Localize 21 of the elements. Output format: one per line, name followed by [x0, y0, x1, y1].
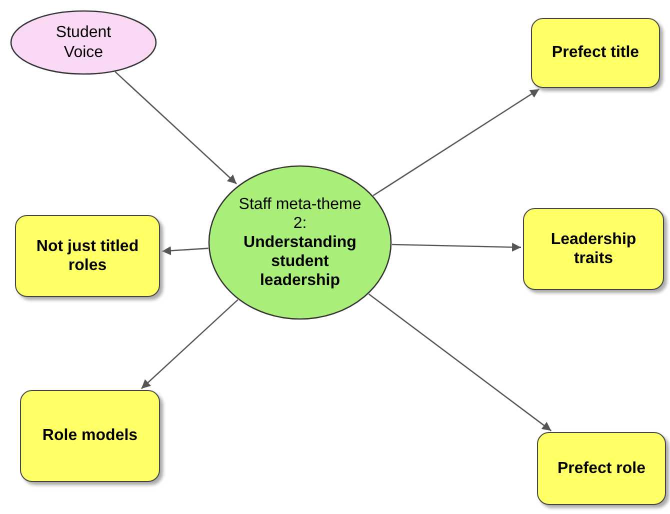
central-theme-ellipse: [208, 165, 392, 320]
arrow: [140, 299, 238, 390]
source-ellipse: [10, 10, 157, 75]
arrow: [368, 294, 552, 432]
node-label: Prefect role: [557, 458, 646, 478]
node-label: Student Voice: [54, 23, 112, 62]
node-label: Prefect title: [552, 43, 640, 63]
node-subtitle: Understanding student leadership: [242, 232, 358, 290]
arrow: [162, 246, 208, 256]
node-label: Staff meta-theme 2:: [238, 194, 362, 233]
arrow: [114, 71, 237, 184]
theme-box: [531, 18, 660, 88]
theme-box: [537, 432, 666, 505]
node-label: Role models: [42, 426, 138, 446]
arrow: [392, 242, 522, 252]
theme-box: [523, 208, 664, 290]
theme-box: [20, 390, 160, 482]
arrow: [372, 88, 540, 196]
theme-box: [15, 215, 160, 297]
node-label: Not just titled roles: [35, 236, 140, 276]
node-label: Leadership traits: [550, 230, 638, 268]
